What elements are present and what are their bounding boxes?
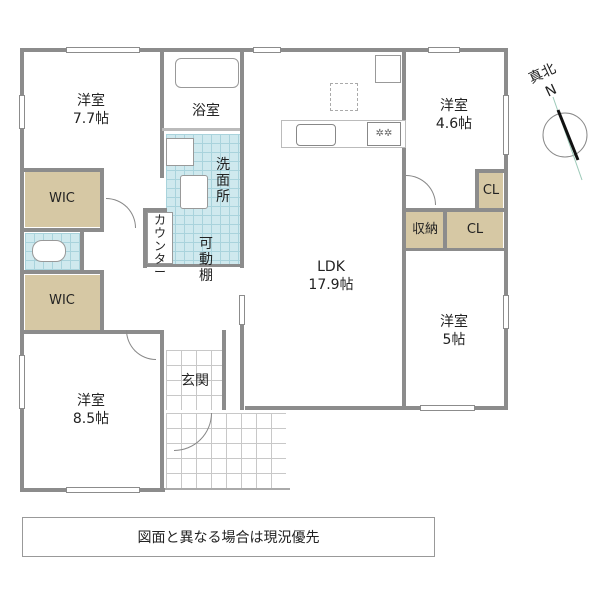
counter-area (147, 212, 173, 264)
storage-area (406, 212, 444, 248)
window-hall-right (239, 295, 245, 325)
door-room4 (126, 330, 156, 360)
room-label-western-1: 洋室 7.7帖 (72, 93, 110, 127)
toilet-icon (32, 240, 66, 262)
wall-counter-top (143, 208, 167, 212)
window-room2-right (503, 95, 509, 155)
wall-bottom-porch (165, 488, 290, 490)
room-label-western-2: 洋室 4.6帖 (435, 98, 473, 132)
room-label-ldk: LDK 17.9帖 (308, 259, 354, 293)
wall-counter-left (143, 210, 147, 268)
wall-cl1-top (475, 169, 507, 173)
disclaimer-note: 図面と異なる場合は現況優先 (22, 517, 435, 557)
wic-1-area (25, 172, 100, 227)
wall-room1-bath (160, 48, 164, 178)
wall-toilet-right (80, 232, 84, 274)
wall-entrance-right (222, 330, 226, 410)
window-room2-top (428, 47, 460, 53)
door-room2 (406, 175, 436, 205)
compass-needle-icon (542, 96, 588, 181)
closet-1-area (479, 173, 503, 211)
range-hood-icon (330, 83, 358, 111)
wall-wic1-bottom (20, 228, 104, 232)
sink-icon (296, 124, 336, 146)
room-label-western-4: 洋室 8.5帖 (72, 393, 110, 427)
wall-toilet-bottom (20, 270, 104, 274)
wall-room4-top (20, 330, 160, 334)
wall-bath-bottom (162, 128, 242, 131)
wall-hall-right (240, 300, 244, 410)
wall-right-upper (504, 48, 508, 410)
wall-counter-bottom (143, 264, 243, 267)
wall-left (20, 48, 24, 491)
wall-top-bath (162, 48, 244, 52)
room-label-movable-shelf: 可動棚 (199, 236, 213, 284)
window-room1-top (66, 47, 140, 53)
window-room3-bottom (420, 405, 475, 411)
wall-wic2-right (100, 270, 104, 332)
washing-machine-icon (166, 138, 194, 166)
wall-room1-bottom (20, 168, 104, 172)
window-room4-left (19, 355, 25, 409)
window-room3-right (503, 295, 509, 329)
wall-storage-right (443, 210, 447, 250)
wall-cl1-left (475, 169, 479, 211)
door-wic1 (106, 198, 136, 228)
room-label-counter: カウンター (153, 213, 166, 279)
window-ldk-top (253, 47, 281, 53)
wall-wic1-right (100, 168, 104, 228)
entrance-tile-floor (166, 350, 224, 410)
wall-bath-right (240, 48, 244, 268)
room-label-storage: 収納 (411, 222, 438, 237)
room-label-washroom: 洗面所 (216, 157, 230, 205)
room-label-closet-1: CL (482, 183, 500, 198)
wic-2-area (25, 275, 100, 330)
wall-ldk-right (402, 48, 406, 410)
room-label-western-3: 洋室 5帖 (440, 314, 468, 348)
room-label-entrance: 玄関 (181, 373, 209, 389)
wall-room2-bottom (402, 208, 508, 212)
wall-bottom-ldk (245, 406, 508, 410)
room-label-closet-2: CL (466, 222, 484, 237)
wall-storage-bottom (402, 248, 508, 251)
disclaimer-text: 図面と異なる場合は現況優先 (137, 530, 320, 546)
wall-top-ldk (242, 48, 408, 52)
room-label-wic-1: WIC (49, 191, 75, 206)
wall-room4-right (160, 330, 164, 492)
fridge-icon (375, 55, 401, 83)
closet-2-area (447, 212, 503, 248)
compass: 真北 N (520, 55, 600, 185)
washbasin-icon (180, 175, 208, 209)
window-room4-bottom (66, 487, 140, 493)
window-room1-left (19, 95, 25, 129)
stove-icon: ✲✲ (367, 122, 401, 146)
room-label-wic-2: WIC (49, 293, 75, 308)
room-label-bathroom: 浴室 (192, 103, 220, 119)
bathtub-icon (175, 58, 239, 88)
